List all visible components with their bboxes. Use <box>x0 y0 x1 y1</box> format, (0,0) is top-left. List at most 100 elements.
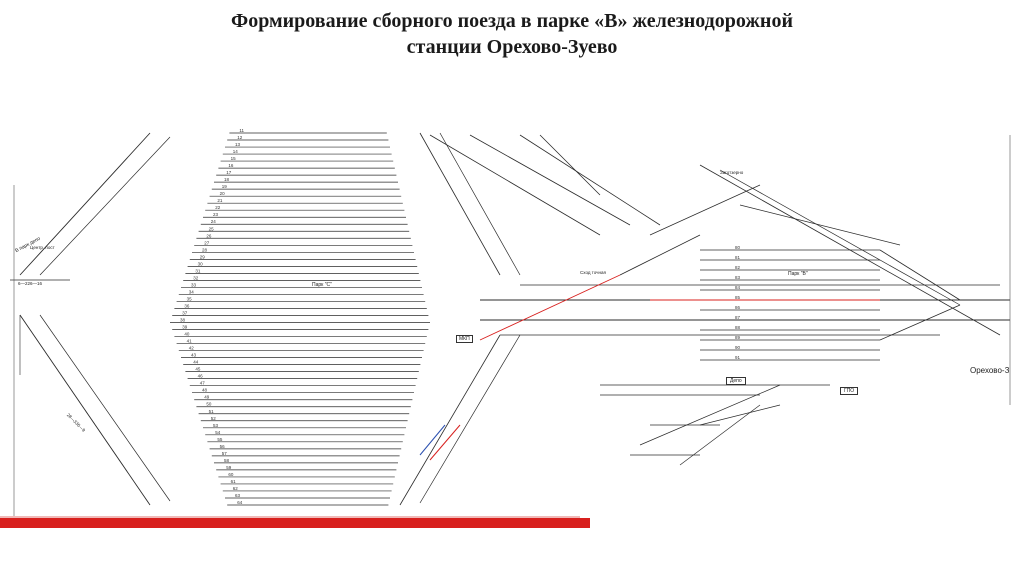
park-b-track-number: 91 <box>735 355 741 360</box>
park-c-track-number: 47 <box>200 381 206 386</box>
connecting-line <box>649 184 761 236</box>
park-c-track-number: 55 <box>217 437 223 442</box>
park-c-track-number: 59 <box>226 465 232 470</box>
park-b-track-number: 89 <box>735 335 741 340</box>
slide-title: Формирование сборного поезда в парке «В»… <box>0 8 1024 60</box>
connecting-line <box>879 249 961 301</box>
park-b-track-number: 82 <box>735 265 741 270</box>
park-c-track-number: 15 <box>231 156 237 161</box>
park-c-track-number: 26 <box>206 233 212 238</box>
track-scheme-drawing: 1112131415161718192021222324252627282930… <box>10 128 1011 520</box>
zagotovka-label: Заготзерно <box>720 170 744 175</box>
connecting-line <box>429 134 601 236</box>
connecting-line <box>519 134 661 226</box>
route-red <box>429 424 461 461</box>
depot-track <box>699 404 781 426</box>
park-c-track-number: 43 <box>191 353 197 358</box>
park-c-track-number: 50 <box>206 402 212 407</box>
park-c-track-number: 51 <box>209 409 215 414</box>
park-b-track-number: 84 <box>735 285 741 290</box>
park-c-track-number: 64 <box>237 500 243 505</box>
park-c-track-number: 24 <box>211 219 217 224</box>
park-c-track-number: 35 <box>187 296 193 301</box>
title-line-1: Формирование сборного поезда в парке «В»… <box>231 10 793 32</box>
park-c-track-number: 62 <box>233 486 239 491</box>
park-c-track-number: 20 <box>220 191 226 196</box>
park-c-track-number: 42 <box>189 346 195 351</box>
park-c-track-number: 58 <box>224 458 230 463</box>
park-c-track-number: 46 <box>198 374 204 379</box>
connecting-line <box>469 134 631 226</box>
decor-bar-shadow <box>0 516 580 519</box>
throat-diagonal <box>39 314 171 502</box>
decor-red-bar <box>0 518 590 528</box>
park-b-track-number: 86 <box>735 305 741 310</box>
park-c-track-number: 31 <box>195 268 201 273</box>
park-c-track-number: 12 <box>237 135 243 140</box>
park-c-track-number: 39 <box>182 325 188 330</box>
throat-diagonal <box>419 334 521 504</box>
throat-diagonal <box>439 132 521 276</box>
left-track-label-bottom: 6—226—16 <box>18 281 43 286</box>
connecting-line <box>539 134 601 196</box>
park-c-track-number: 45 <box>195 367 201 372</box>
park-c-track-number: 19 <box>222 184 228 189</box>
park-c-track-number: 56 <box>220 444 226 449</box>
park-b-track-number: 81 <box>735 255 741 260</box>
park-b-track-number: 83 <box>735 275 741 280</box>
park-c-track-number: 38 <box>180 318 186 323</box>
park-c-track-number: 36 <box>184 303 190 308</box>
throat-diagonal <box>19 132 151 276</box>
park-c-track-number: 41 <box>187 339 193 344</box>
park-c-track-number: 57 <box>222 451 228 456</box>
park-c-track-number: 52 <box>211 416 217 421</box>
park-c-track-number: 13 <box>235 142 241 147</box>
park-c-track-number: 11 <box>239 128 244 133</box>
park-c-track-number: 16 <box>228 163 234 168</box>
connecting-line <box>699 164 1001 336</box>
park-c-track-number: 44 <box>193 360 199 365</box>
park-c-track-number: 22 <box>215 205 221 210</box>
park-c-track-number: 30 <box>198 261 204 266</box>
depot-label: Депо <box>726 377 746 385</box>
park-c-label: Парк "С" <box>312 282 332 288</box>
connecting-line <box>719 169 961 306</box>
park-b-label: Парк "В" <box>788 271 808 277</box>
connecting-line <box>619 234 701 276</box>
depot-track <box>639 384 781 446</box>
park-c-track-number: 34 <box>189 289 195 294</box>
park-b-track-number: 88 <box>735 325 741 330</box>
park-b-track-number: 90 <box>735 345 741 350</box>
park-b-track-number: 80 <box>735 245 741 250</box>
throat-diagonal <box>419 132 501 276</box>
park-c-track-number: 61 <box>231 479 237 484</box>
park-c-track-number: 28 <box>202 247 208 252</box>
park-c-track-number: 37 <box>182 310 188 315</box>
throat-diagonal <box>39 136 171 276</box>
park-c-track-number: 60 <box>228 472 234 477</box>
mkp-label: МКП <box>456 335 473 343</box>
connecting-line <box>879 304 961 341</box>
route-blue <box>419 424 446 456</box>
station-label: Орехово-З <box>970 366 1010 375</box>
park-c-track-number: 29 <box>200 254 206 259</box>
park-c-track-number: 27 <box>204 240 210 245</box>
throat-diagonal <box>399 334 501 506</box>
park-c-track-number: 54 <box>215 430 221 435</box>
park-c-track-number: 40 <box>184 332 190 337</box>
park-c-track-number: 63 <box>235 493 241 498</box>
park-c-track-number: 21 <box>217 198 223 203</box>
park-c-track-number: 23 <box>213 212 219 217</box>
connecting-line <box>739 204 901 246</box>
route-red <box>479 274 621 341</box>
depot-track <box>679 404 761 466</box>
park-b-track-number: 87 <box>735 315 741 320</box>
park-c-track-number: 14 <box>233 149 239 154</box>
park-c-track-number: 17 <box>226 170 232 175</box>
park-c-track-number: 32 <box>193 275 199 280</box>
title-line-2: станции Орехово-Зуево <box>406 36 618 58</box>
park-c-track-number: 48 <box>202 388 208 393</box>
throat-diagonal <box>19 314 151 506</box>
gpo-label: ГПО <box>840 387 859 395</box>
